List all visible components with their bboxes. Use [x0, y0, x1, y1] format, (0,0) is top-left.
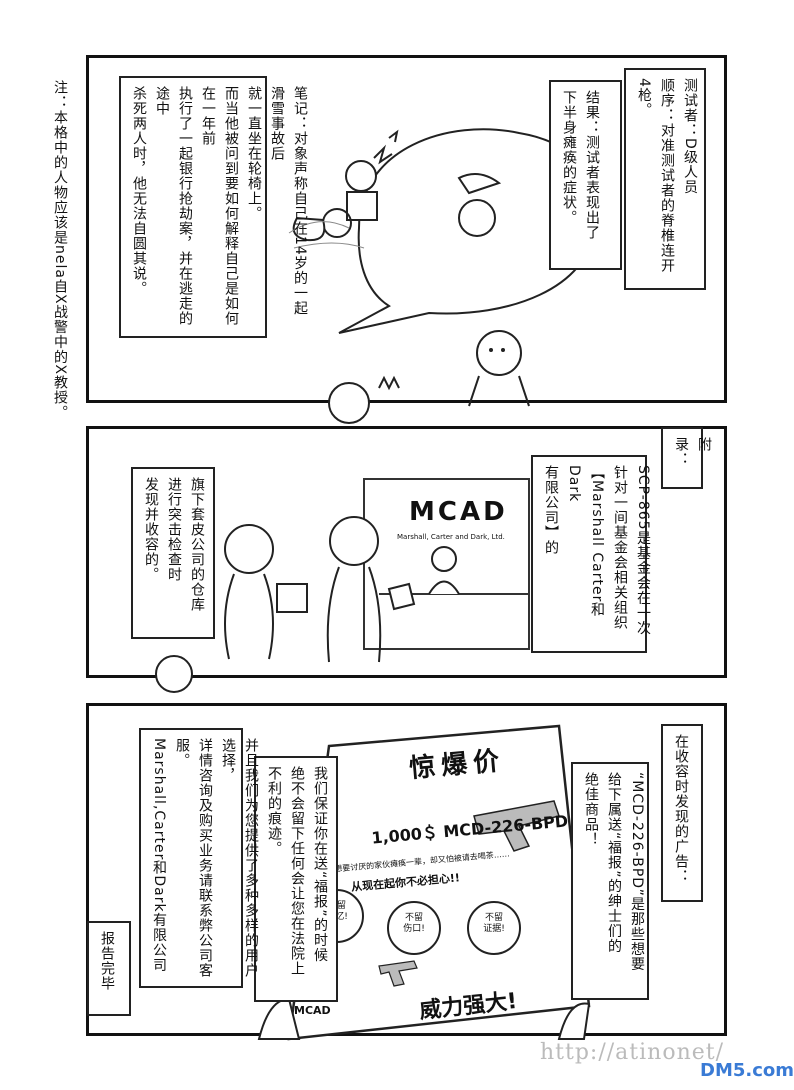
- tag-appendix: 附录：: [661, 427, 712, 489]
- text-report-end: 报告完毕: [99, 931, 115, 991]
- panel-advertisement: 惊爆价 1,000＄ MCD-226-BPD 想要讨厌的家伙瘫痪一辈，却又怕被请…: [86, 703, 727, 1041]
- badge-no-wound: 不留 伤口!: [403, 913, 425, 934]
- watermark-url: http://atinonet/: [540, 1040, 725, 1065]
- text-notes: 笔记：对象声称自己在14岁的一起滑雪事故后 就一直坐在轮椅上。 而当他被问到要如…: [131, 86, 308, 326]
- tag-report-end: 报告完毕: [87, 921, 131, 1016]
- text-appendix: 附录：: [673, 437, 712, 467]
- mcd-sign-subtitle: Marshall, Carter and Dark, Ltd.: [397, 533, 505, 541]
- panel1-art: [288, 128, 596, 424]
- text-ad-contact: 并且我们为您提供了多种多样的用户选择， 详情咨询及购买业务请联系弊公司客服。 M…: [151, 738, 259, 978]
- panel-appendix: MCAD Marshall, Carter and Dark, Ltd. 附录：…: [86, 426, 727, 693]
- site-logo: DM5.com: [700, 1060, 794, 1081]
- panel2-art: [155, 478, 530, 693]
- tag-ad-found: 在收容时发现的广告：: [661, 724, 703, 902]
- text-appendix-side: 旗下套皮公司的仓库 进行突击检查时 发现并收容的。: [143, 477, 205, 612]
- flyer-logo: MCAD: [294, 1004, 331, 1017]
- box-result: 结果：测试者表现出了 下半身瘫痪的症状。: [549, 80, 622, 270]
- mcd-sign-logo: MCAD: [409, 497, 508, 527]
- text-appendix-main: SCP-865是基金会在一次 针对一间基金会相关组织 【Marshall Car…: [543, 465, 651, 636]
- badge-no-evidence: 不留 证据!: [483, 913, 505, 934]
- text-ad-product: “MCD-226-BPD”是那些想要 给下属送“福报”的绅士们的 绝佳商品！: [583, 772, 645, 972]
- box-ad-contact: 并且我们为您提供了多种多样的用户选择， 详情咨询及购买业务请联系弊公司客服。 M…: [139, 728, 259, 988]
- box-ad-product: “MCD-226-BPD”是那些想要 给下属送“福报”的绅士们的 绝佳商品！: [571, 762, 649, 1000]
- box-ad-guarantee: 我们保证你在送“福报”的时候 绝不会留下任何会让您在法院上 不利的痕迹。: [254, 756, 338, 1002]
- box-appendix-main: SCP-865是基金会在一次 针对一间基金会相关组织 【Marshall Car…: [531, 455, 651, 653]
- panel-test-result: 测试者：D级人员 顺序：对准测试者的脊椎连开4枪。 结果：测试者表现出了 下半身…: [86, 55, 727, 424]
- translator-note: 注：本格中的人物应该是nela自X战警中的X教授。: [52, 80, 68, 421]
- text-ad-guarantee: 我们保证你在送“福报”的时候 绝不会留下任何会让您在法院上 不利的痕迹。: [266, 766, 328, 976]
- text-result: 结果：测试者表现出了 下半身瘫痪的症状。: [561, 90, 600, 240]
- box-appendix-side: 旗下套皮公司的仓库 进行突击检查时 发现并收容的。: [131, 467, 215, 639]
- text-subject: 测试者：D级人员 顺序：对准测试者的脊椎连开4枪。: [636, 78, 698, 273]
- text-ad-found: 在收容时发现的广告：: [673, 734, 689, 884]
- box-notes: 笔记：对象声称自己在14岁的一起滑雪事故后 就一直坐在轮椅上。 而当他被问到要如…: [119, 76, 308, 338]
- box-subject: 测试者：D级人员 顺序：对准测试者的脊椎连开4枪。: [624, 68, 706, 290]
